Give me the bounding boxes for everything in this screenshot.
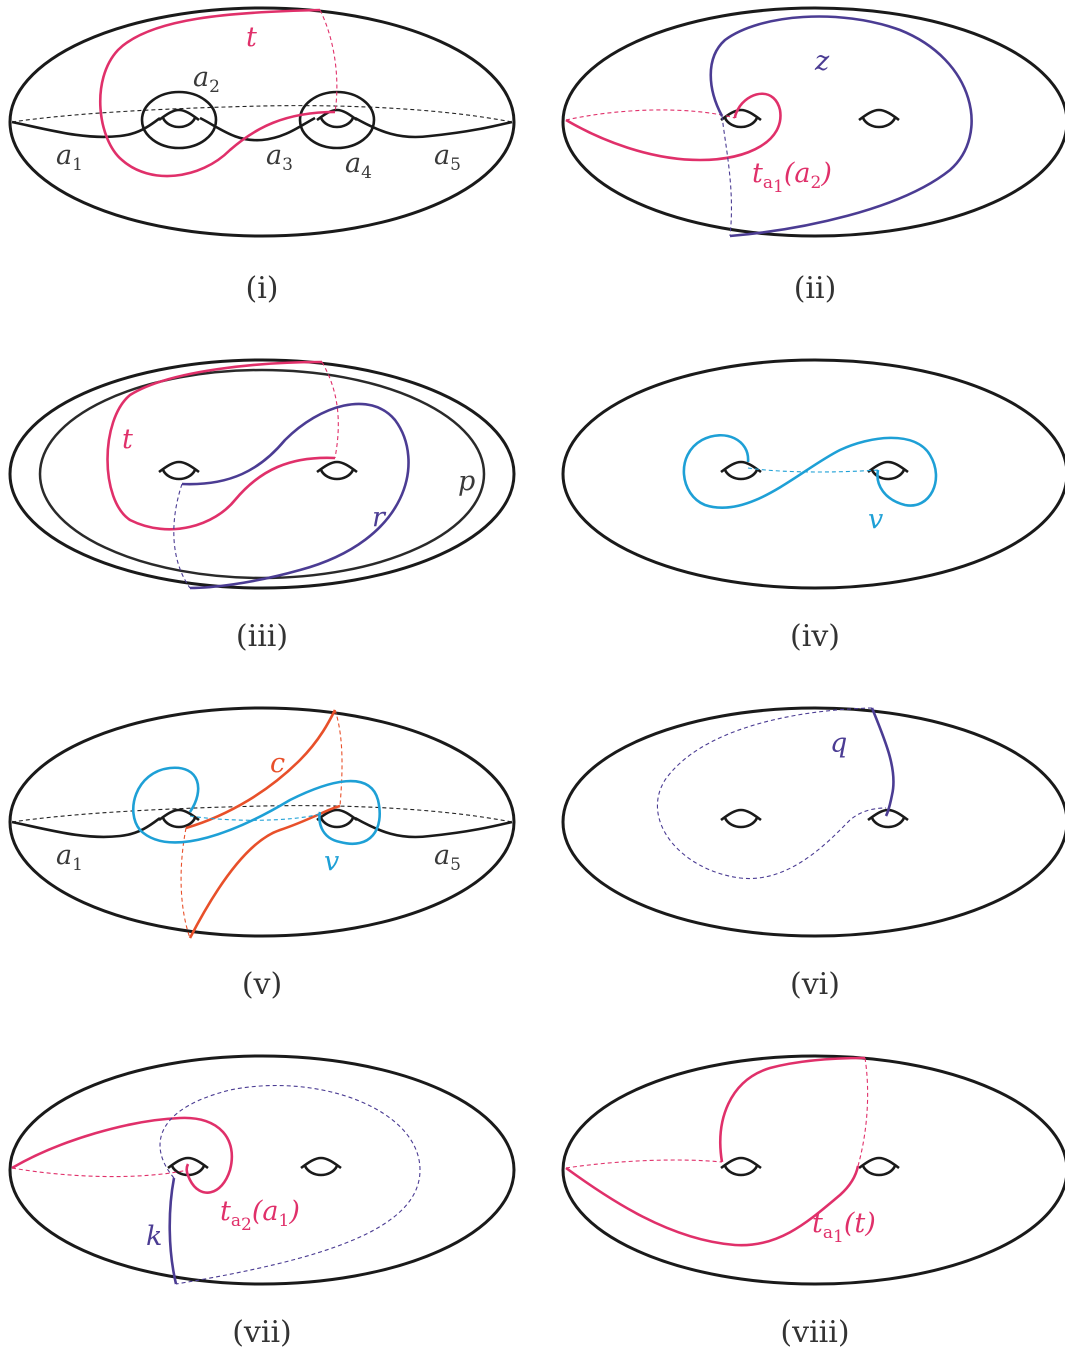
- genus-hole-right-icon: [857, 108, 901, 129]
- label-ta2-a1: ta2(a1): [220, 1196, 300, 1235]
- panel-viii: ta1(t) (viii): [561, 1054, 1065, 1350]
- panel-vii: k ta2(a1) (vii): [8, 1054, 516, 1350]
- caption-i: (i): [245, 271, 278, 306]
- label-v: v: [868, 504, 883, 535]
- label-ta1-a2: ta1(a2): [752, 158, 832, 197]
- curve-k-dashed: [159, 1084, 421, 1285]
- surface-outline: [561, 1054, 1065, 1286]
- label-t: t: [246, 22, 257, 53]
- curve-v: [131, 766, 381, 845]
- curve-q-dashed: [656, 707, 887, 880]
- curve-c-dashed-right: [334, 709, 343, 807]
- caption-v: (v): [242, 967, 282, 1002]
- panel-i: t a2 a1 a3 a4 a5 (i): [8, 6, 516, 306]
- curve-ta1-t-dashed-left: [565, 1159, 723, 1169]
- genus-hole-left-icon: [719, 808, 763, 829]
- curve-t: [106, 360, 336, 531]
- genus-hole-right-icon: [315, 460, 359, 481]
- curve-ta2-a1: [11, 1116, 234, 1194]
- genus-hole-left-icon: [719, 460, 763, 481]
- curve-ta1-a2-dashed: [565, 109, 736, 121]
- label-t: t: [122, 424, 133, 455]
- genus-hole-right-icon: [857, 1156, 901, 1177]
- label-z: z: [814, 46, 830, 77]
- curve-c-dashed-left: [180, 827, 191, 939]
- label-a3: a3: [266, 140, 293, 175]
- caption-iii: (iii): [236, 619, 288, 654]
- curve-k: [168, 1177, 178, 1285]
- curve-ta1-a2: [565, 92, 782, 162]
- curve-q: [870, 707, 895, 817]
- panel-ii: z ta1(a2) (ii): [561, 6, 1065, 306]
- curve-t-dashed: [321, 361, 339, 459]
- label-a5: a5: [434, 140, 461, 175]
- curve-v-dashed: [189, 813, 321, 821]
- caption-iv: (iv): [790, 619, 840, 654]
- caption-viii: (viii): [780, 1315, 849, 1350]
- curve-ta1-t-lower: [565, 1165, 860, 1247]
- label-a5: a5: [434, 840, 461, 875]
- genus-hole-left-icon: [157, 808, 201, 829]
- curve-t-dashed: [319, 9, 338, 113]
- surface-outline: [8, 6, 516, 238]
- genus-hole-right-icon: [866, 460, 910, 481]
- panel-iv: v (iv): [561, 358, 1065, 654]
- curve-a5: [354, 116, 513, 139]
- genus-hole-right-icon: [299, 1156, 343, 1177]
- label-a2: a2: [193, 62, 220, 97]
- label-a1: a1: [56, 140, 83, 175]
- curve-a1: [11, 816, 161, 839]
- curve-v: [682, 434, 938, 509]
- surface-outline: [561, 706, 1065, 938]
- curve-c-lower: [188, 804, 341, 939]
- curve-ta1-t-dashed-right: [857, 1057, 869, 1167]
- genus-hole-left-icon: [157, 460, 201, 481]
- panel-iii: t r p (iii): [8, 358, 516, 654]
- curve-a1: [11, 116, 161, 139]
- genus-hole-left-icon: [719, 108, 763, 129]
- label-r: r: [372, 502, 387, 533]
- curve-r: [181, 402, 410, 590]
- genus-hole-left-icon: [719, 1156, 763, 1177]
- curve-z-dashed: [721, 115, 732, 237]
- label-p: p: [458, 466, 475, 497]
- curve-v-dashed: [747, 467, 879, 473]
- label-a1: a1: [56, 840, 83, 875]
- surface-outline: [8, 358, 516, 590]
- genus-hole-left-icon: [157, 108, 201, 129]
- label-ta1-t: ta1(t): [812, 1208, 876, 1247]
- equator-dashed: [11, 805, 513, 823]
- caption-ii: (ii): [794, 271, 837, 306]
- equator-dashed: [11, 105, 513, 123]
- surface-outline: [561, 6, 1065, 238]
- curve-z: [709, 15, 973, 238]
- surface-outline: [8, 1054, 516, 1286]
- curve-c-upper: [185, 709, 337, 830]
- label-a4: a4: [345, 148, 372, 183]
- surface-outline: [561, 358, 1065, 590]
- surface-outline: [8, 706, 516, 938]
- label-v: v: [324, 846, 339, 877]
- label-c: c: [270, 748, 285, 779]
- panel-v: c v a1 a5 (v): [8, 706, 516, 1002]
- curve-ta2-a1-dashed: [11, 1167, 189, 1178]
- curve-a2: [140, 90, 218, 150]
- caption-vii: (vii): [232, 1315, 292, 1350]
- label-k: k: [146, 1221, 162, 1252]
- curve-t: [99, 8, 336, 178]
- caption-vi: (vi): [790, 967, 840, 1002]
- label-q: q: [830, 728, 847, 759]
- panel-vi: q (vi): [561, 706, 1065, 1002]
- curve-ta1-t-upper: [719, 1056, 866, 1163]
